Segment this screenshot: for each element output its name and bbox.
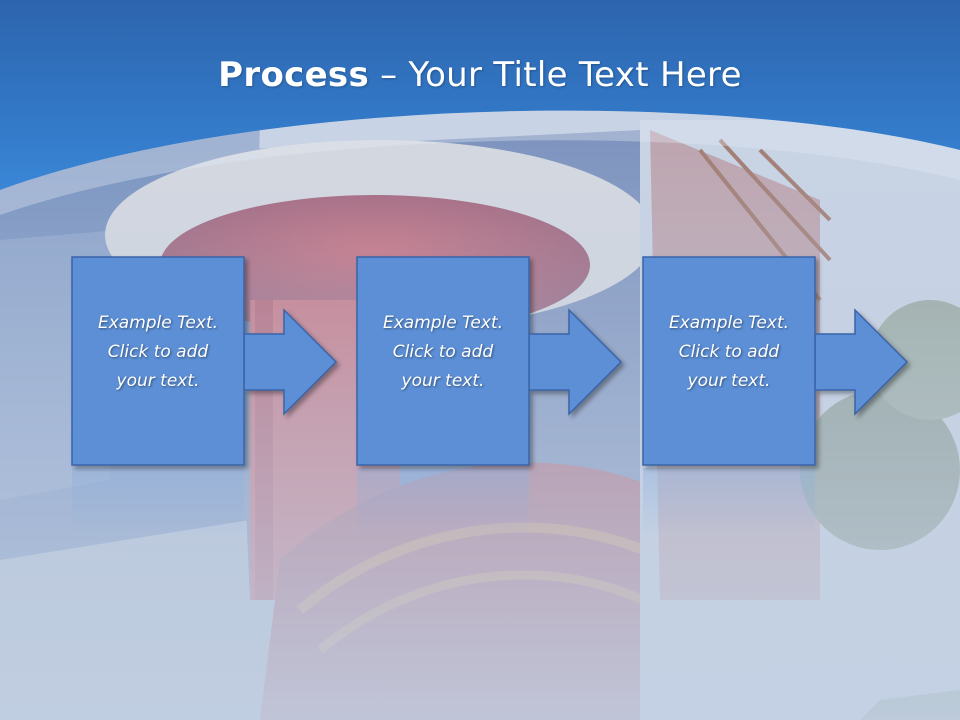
step-text-line: Example Text. (668, 313, 790, 333)
step-box[interactable] (642, 256, 816, 466)
slide-title[interactable]: Process – Your Title Text Here (0, 52, 960, 98)
step-text-line: Click to add (392, 342, 494, 362)
title-rest-part: – Your Title Text Here (369, 55, 742, 95)
step-1[interactable] (71, 256, 338, 466)
step-3-text[interactable]: Example Text. Click to add your text. (643, 309, 815, 396)
step-2-text[interactable]: Example Text. Click to add your text. (357, 309, 529, 396)
step-text-line: your text. (687, 371, 771, 391)
step-text-line: Click to add (678, 342, 780, 362)
step-text-line: Example Text. (382, 313, 504, 333)
right-arrow-icon (528, 308, 623, 416)
step-text-line: your text. (116, 371, 200, 391)
reflections (72, 468, 815, 538)
step-box[interactable] (356, 256, 530, 466)
step-text-line: Click to add (107, 342, 209, 362)
title-bold-part: Process (218, 55, 370, 95)
right-arrow-icon (243, 308, 338, 416)
right-arrow-icon (814, 308, 909, 416)
step-text-line: Example Text. (97, 313, 219, 333)
step-2[interactable] (356, 256, 623, 466)
step-3[interactable] (642, 256, 909, 466)
step-text-line: your text. (401, 371, 485, 391)
step-box[interactable] (71, 256, 245, 466)
step-1-text[interactable]: Example Text. Click to add your text. (72, 309, 244, 396)
